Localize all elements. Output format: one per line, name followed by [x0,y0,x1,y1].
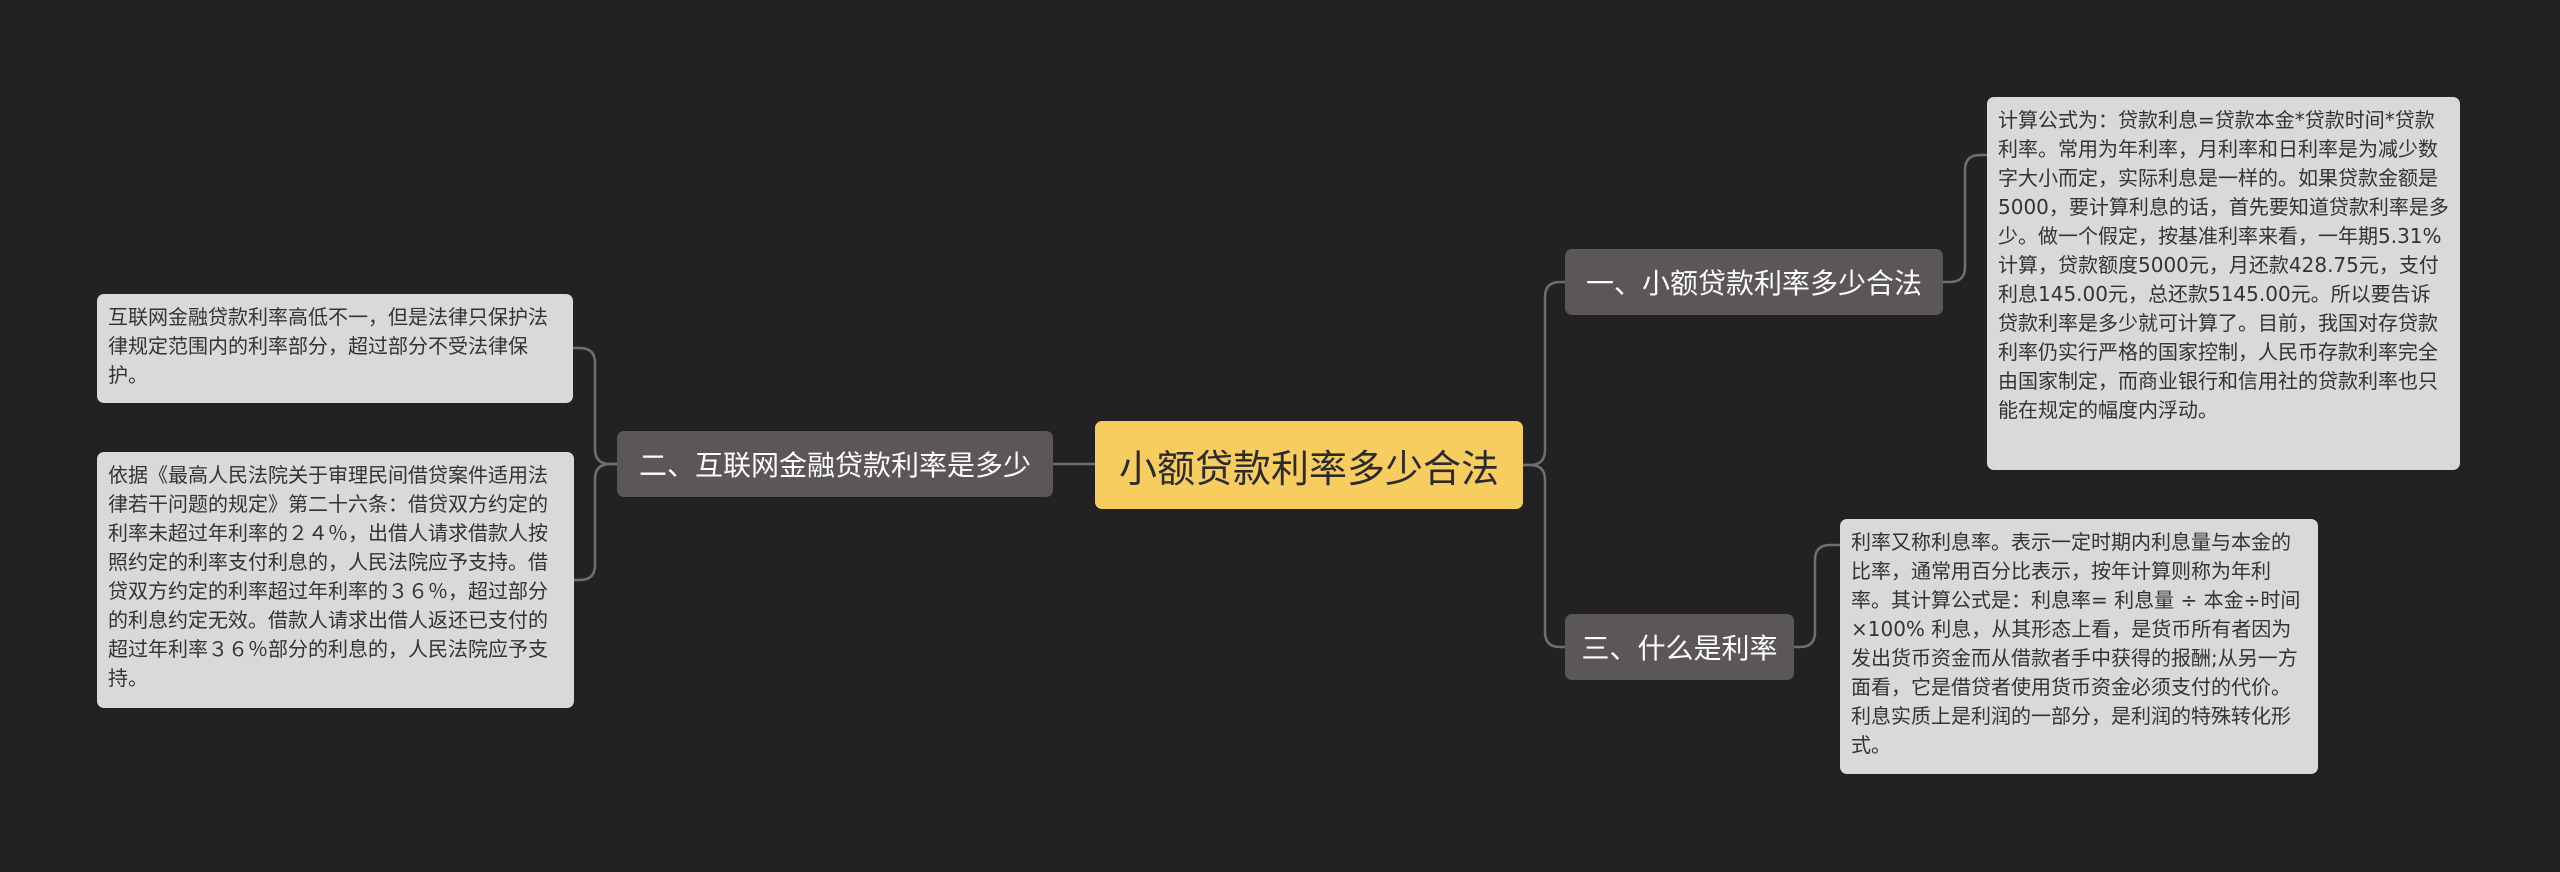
connector-branch3-note1 [1794,543,1840,649]
note-text: 互联网金融贷款利率高低不一，但是法律只保护法律规定范围内的利率部分，超过部分不受… [108,305,548,387]
note-loan-interest-formula[interactable]: 计算公式为：贷款利息=贷款本金*贷款时间*贷款利率。常用为年利率，月利率和日利率… [1987,97,2460,470]
connector-branch2-note2 [574,462,617,582]
branch-topic-2-label: 二、互联网金融贷款利率是多少 [638,449,1031,482]
branch-topic-1[interactable]: 一、小额贷款利率多少合法 [1565,249,1943,315]
note-internet-finance-rate[interactable]: 互联网金融贷款利率高低不一，但是法律只保护法律规定范围内的利率部分，超过部分不受… [97,294,573,403]
note-interest-rate-definition[interactable]: 利率又称利息率。表示一定时期内利息量与本金的比率，通常用百分比表示，按年计算则称… [1840,519,2318,774]
note-text: 计算公式为：贷款利息=贷款本金*贷款时间*贷款利率。常用为年利率，月利率和日利率… [1998,108,2449,422]
note-text: 利率又称利息率。表示一定时期内利息量与本金的比率，通常用百分比表示，按年计算则称… [1851,530,2301,757]
connector-branch1-note1 [1943,153,1987,284]
note-supreme-court-regulation[interactable]: 依据《最高人民法院关于审理民间借贷案件适用法律若干问题的规定》第二十六条：借贷双… [97,452,574,708]
connector-branch2-note1 [573,346,617,466]
branch-topic-3[interactable]: 三、什么是利率 [1565,614,1794,680]
central-topic-label: 小额贷款利率多少合法 [1118,446,1499,491]
branch-topic-2[interactable]: 二、互联网金融贷款利率是多少 [617,431,1053,497]
connector-central-branch1 [1523,280,1565,467]
branch-topic-1-label: 一、小额贷款利率多少合法 [1585,267,1922,300]
central-topic[interactable]: 小额贷款利率多少合法 [1095,421,1523,509]
connector-central-branch3 [1523,463,1565,649]
branch-topic-3-label: 三、什么是利率 [1581,632,1778,665]
note-text: 依据《最高人民法院关于审理民间借贷案件适用法律若干问题的规定》第二十六条：借贷双… [108,463,548,690]
